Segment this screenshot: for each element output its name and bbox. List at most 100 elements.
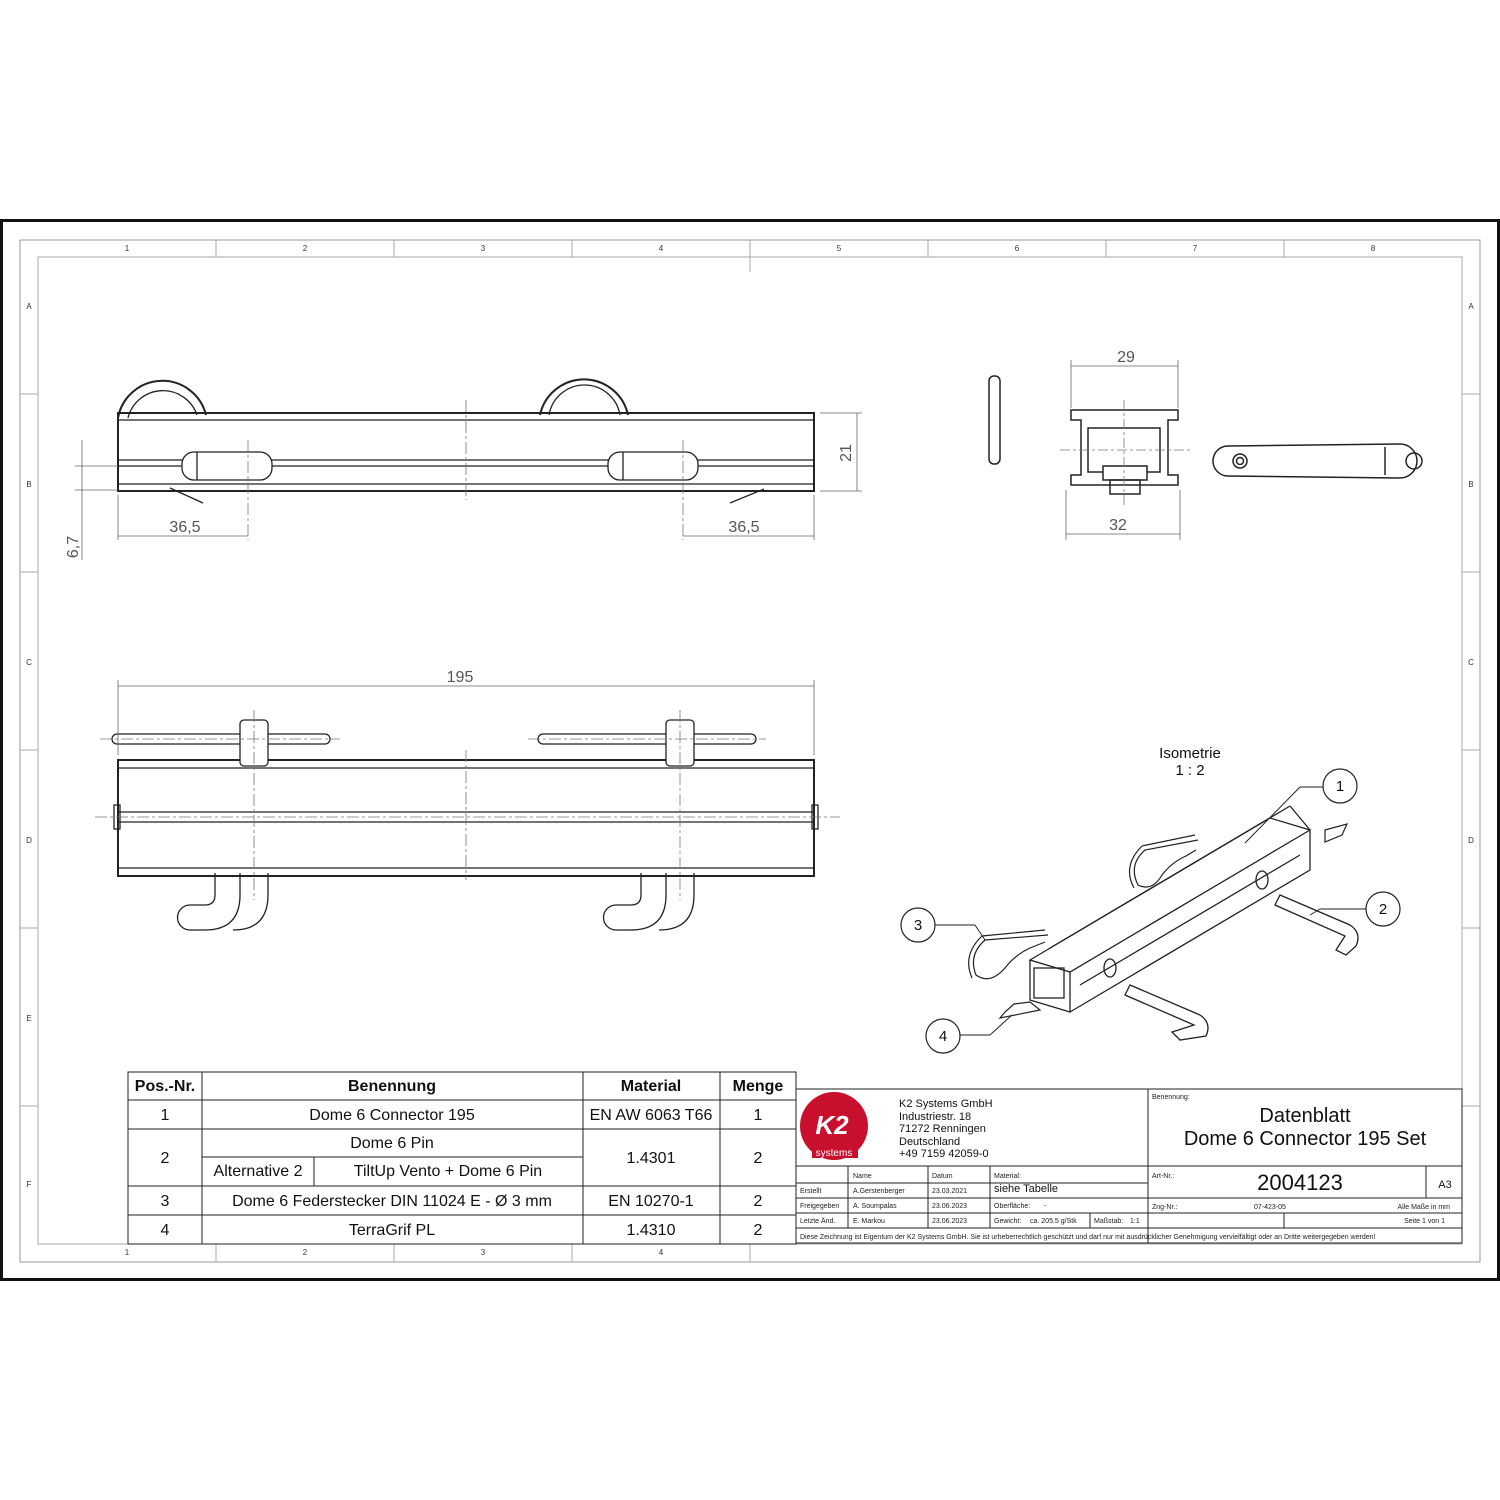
bom-header-pos: Pos.-Nr. — [135, 1078, 195, 1095]
pin-side-view — [1212, 443, 1423, 479]
callout-label-2: 2 — [1379, 901, 1387, 918]
title-block: K2 systems K2 Systems GmbH Industriestr.… — [795, 1088, 1463, 1244]
art-number: 2004123 — [1257, 1170, 1343, 1195]
art-label: Art-Nr.: — [1152, 1173, 1174, 1180]
zone-col-4-bottom: 4 — [659, 1248, 664, 1257]
date-erstellt: 23.03.2021 — [932, 1188, 967, 1195]
zone-col-7: 7 — [1193, 244, 1198, 253]
isometric-connector — [1028, 805, 1312, 1013]
page-note: Seite 1 von 1 — [1404, 1218, 1445, 1225]
outer-frame — [0, 219, 1500, 1281]
zone-col-4: 4 — [659, 244, 664, 253]
callout-circle-3 — [900, 907, 936, 943]
dim-pin-height: 6,7 — [65, 536, 82, 558]
units-note: Alle Maße in mm — [1397, 1204, 1450, 1211]
zone-col-5: 5 — [837, 244, 842, 253]
bom-row-3-name: Dome 6 Federstecker DIN 11024 E - Ø 3 mm — [232, 1193, 552, 1210]
scale-label: Maßstab: — [1094, 1218, 1123, 1225]
weight-value: ca. 205.5 g/Stk — [1030, 1218, 1077, 1225]
zone-row-c-right: C — [1468, 658, 1474, 667]
bom-row-2-alt-label: Alternative 2 — [214, 1163, 303, 1180]
bom-header-name: Benennung — [348, 1078, 436, 1095]
surface-value: - — [1044, 1203, 1047, 1210]
bom-row-2-alt-name: TiltUp Vento + Dome 6 Pin — [354, 1163, 542, 1180]
company-country: Deutschland — [899, 1136, 960, 1148]
isometric-scale: 1 : 2 — [1175, 762, 1204, 779]
title-line-1: Datenblatt — [1259, 1105, 1351, 1127]
date-letzte-aend: 23.06.2023 — [932, 1218, 967, 1225]
profile-end-centerlines — [1060, 400, 1190, 505]
company-city: 71272 Renningen — [899, 1123, 986, 1135]
role-freigegeben: Freigegeben — [800, 1203, 839, 1210]
dim-length-195: 195 — [447, 669, 474, 686]
copyright-note: Diese Zeichnung ist Eigentum der K2 Syst… — [800, 1234, 1376, 1241]
top-view — [111, 719, 819, 931]
zone-col-2-bottom: 2 — [303, 1248, 308, 1257]
material-value: siehe Tabelle — [994, 1183, 1058, 1195]
bom-row-4-name: TerraGrif PL — [349, 1222, 435, 1239]
bom-row-4-material: 1.4310 — [627, 1222, 676, 1239]
name-letzte-aend: E. Markou — [853, 1218, 885, 1225]
material-label: Material: — [994, 1173, 1021, 1180]
bom-row-1-qty: 1 — [754, 1107, 763, 1124]
title-line-2: Dome 6 Connector 195 Set — [1184, 1128, 1427, 1150]
isometric-pin-2 — [1124, 894, 1359, 1041]
zone-col-8: 8 — [1371, 244, 1376, 253]
zone-col-6: 6 — [1015, 244, 1020, 253]
col-date-header: Datum — [932, 1173, 953, 1180]
profile-end-dims — [1065, 360, 1181, 540]
dim-top-width: 29 — [1117, 349, 1135, 366]
isometric-label: Isometrie — [1159, 745, 1221, 762]
logo-systems-text: systems — [816, 1148, 853, 1159]
pin-edge-view — [988, 375, 1001, 465]
bom-row-2-material: 1.4301 — [627, 1150, 676, 1167]
benennung-label: Benennung: — [1152, 1094, 1190, 1101]
zone-labels-left: A B C D E F — [26, 302, 32, 1189]
company-street: Industriestr. 18 — [899, 1111, 971, 1123]
callout-leaders — [935, 786, 1366, 1036]
bom-row-3-qty: 2 — [754, 1193, 763, 1210]
callout-circle-1 — [1322, 768, 1358, 804]
zng-value: 07-423-05 — [1254, 1204, 1286, 1211]
front-view-centerlines — [247, 400, 684, 540]
dim-offset-right: 36,5 — [728, 519, 759, 536]
callout-circle-4 — [925, 1018, 961, 1054]
role-letzte-aend: Letzte Änd. — [800, 1217, 835, 1225]
zone-row-e: E — [26, 1014, 31, 1023]
zone-col-1: 1 — [125, 244, 130, 253]
zone-col-1-bottom: 1 — [125, 1248, 130, 1257]
isometric-terragrif — [998, 823, 1349, 1019]
company-phone: +49 7159 42059-0 — [899, 1148, 989, 1160]
zone-row-d: D — [26, 836, 32, 845]
bom-table: Pos.-Nr. Benennung Material Menge 1 Dome… — [127, 1071, 797, 1245]
role-erstellt: Erstellt — [800, 1188, 821, 1195]
top-view-centerlines — [95, 710, 840, 900]
bom-row-2-name: Dome 6 Pin — [350, 1135, 434, 1152]
callout-label-3: 3 — [914, 917, 922, 934]
weight-label: Gewicht: — [994, 1218, 1021, 1225]
zone-col-3: 3 — [481, 244, 486, 253]
dim-bottom-width: 32 — [1109, 517, 1127, 534]
zone-row-d-right: D — [1468, 836, 1474, 845]
zone-row-b-right: B — [1468, 480, 1473, 489]
zone-row-a-right: A — [1468, 302, 1474, 311]
col-name-header: Name — [853, 1173, 872, 1180]
scale-value: 1:1 — [1130, 1218, 1140, 1225]
top-view-dimension — [117, 680, 815, 755]
bom-row-1-material: EN AW 6063 T66 — [590, 1107, 713, 1124]
bom-row-3-pos: 3 — [161, 1193, 170, 1210]
zng-label: Zng-Nr.: — [1152, 1204, 1177, 1211]
zone-row-a: A — [26, 302, 32, 311]
zone-row-c: C — [26, 658, 32, 667]
callout-circle-2 — [1365, 891, 1401, 927]
bom-row-3-material: EN 10270-1 — [608, 1193, 693, 1210]
zone-col-3-bottom: 3 — [481, 1248, 486, 1257]
zone-labels-bottom: 1 2 3 4 — [125, 1248, 664, 1257]
zone-ticks — [20, 240, 1480, 1262]
callout-label-4: 4 — [939, 1028, 947, 1045]
bom-row-2-qty: 2 — [754, 1150, 763, 1167]
date-freigegeben: 23.06.2023 — [932, 1203, 967, 1210]
name-erstellt: A.Gerstenberger — [853, 1188, 905, 1195]
zone-labels-right: A B C D — [1468, 302, 1474, 845]
